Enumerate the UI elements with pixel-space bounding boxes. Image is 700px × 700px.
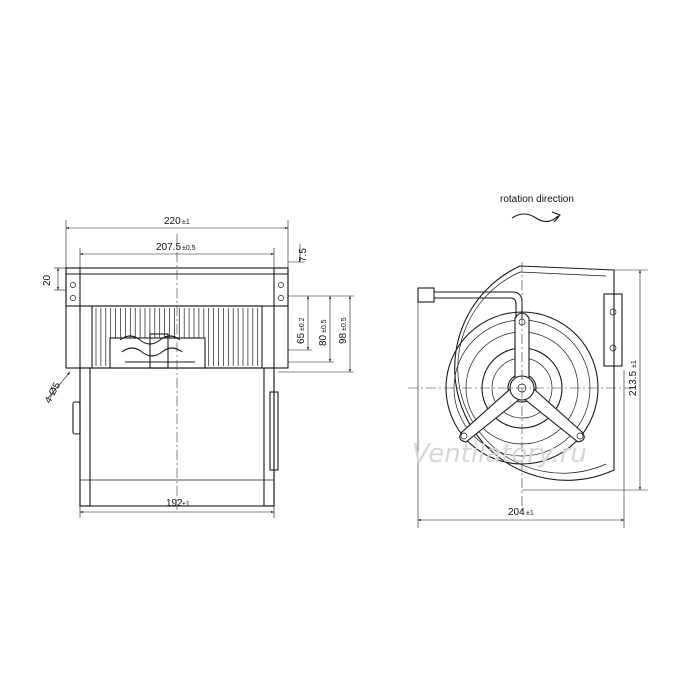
cable: [432, 291, 523, 318]
dim-192-value: 192: [166, 498, 183, 509]
dim-204-tol: ±1: [526, 510, 534, 517]
right-bracket: [269, 391, 279, 471]
dim-80-tol: ±0.5: [321, 319, 328, 333]
motor-body: [109, 337, 206, 369]
support-arm-top: [514, 312, 530, 389]
right-side-plate: [273, 267, 289, 369]
rotation-arrow-icon: [511, 211, 561, 223]
outlet-flange: [603, 293, 623, 367]
cable-clip: [72, 401, 81, 435]
dim-207-value: 207.5: [156, 242, 181, 253]
arm-left-hole: [460, 432, 468, 440]
dim-213-tol: ±1: [631, 360, 638, 368]
mounting-hole-tl: [70, 282, 76, 288]
dim-213-value: 213.5: [628, 371, 639, 396]
left-side-plate: [65, 267, 81, 369]
housing-left-lip: [79, 367, 91, 507]
support-arm-left: [459, 381, 527, 443]
arm-right-hole: [576, 432, 584, 440]
housing-right-lip: [263, 367, 275, 507]
dim-65-value: 65: [296, 332, 307, 344]
dim-75-value: 7.5: [298, 248, 309, 262]
watermark-text: Ventilatory.ru: [412, 439, 587, 469]
support-arm-right: [517, 381, 585, 443]
outlet-hole-top: [609, 308, 617, 316]
side-view: 220 ±1 207.5 ±0.5 20 7.5 65 ±0.2 80 ±0.5…: [42, 216, 354, 518]
dim-192-tol: ±1: [182, 501, 190, 508]
front-view: 204 ±1 213.5 ±1 rotation direction: [408, 194, 648, 528]
mounting-hole-br: [278, 295, 284, 301]
mounting-hole-bl: [70, 295, 76, 301]
dim-65-tol: ±0.2: [299, 317, 306, 331]
rotation-direction-label: rotation direction: [500, 194, 574, 205]
dim-80-value: 80: [318, 334, 329, 346]
holes-leader: [47, 371, 71, 399]
dim-20-value: 20: [42, 274, 53, 286]
cable-2: [432, 297, 517, 318]
mounting-hole-tr: [278, 282, 284, 288]
dim-204-value: 204: [508, 507, 525, 518]
dim-holes-value: 4-Ø5: [43, 380, 63, 405]
dim-98-value: 98: [338, 332, 349, 344]
dim-220-value: 220: [164, 216, 181, 227]
scroll-housing-inner: [457, 271, 607, 474]
outlet-hole-bot: [609, 344, 617, 352]
scroll-housing: [454, 265, 615, 481]
connector: [417, 287, 435, 303]
dim-98-tol: ±0.5: [341, 317, 348, 331]
dim-220-tol: ±1: [182, 219, 190, 226]
dim-207-tol: ±0.5: [182, 245, 196, 252]
